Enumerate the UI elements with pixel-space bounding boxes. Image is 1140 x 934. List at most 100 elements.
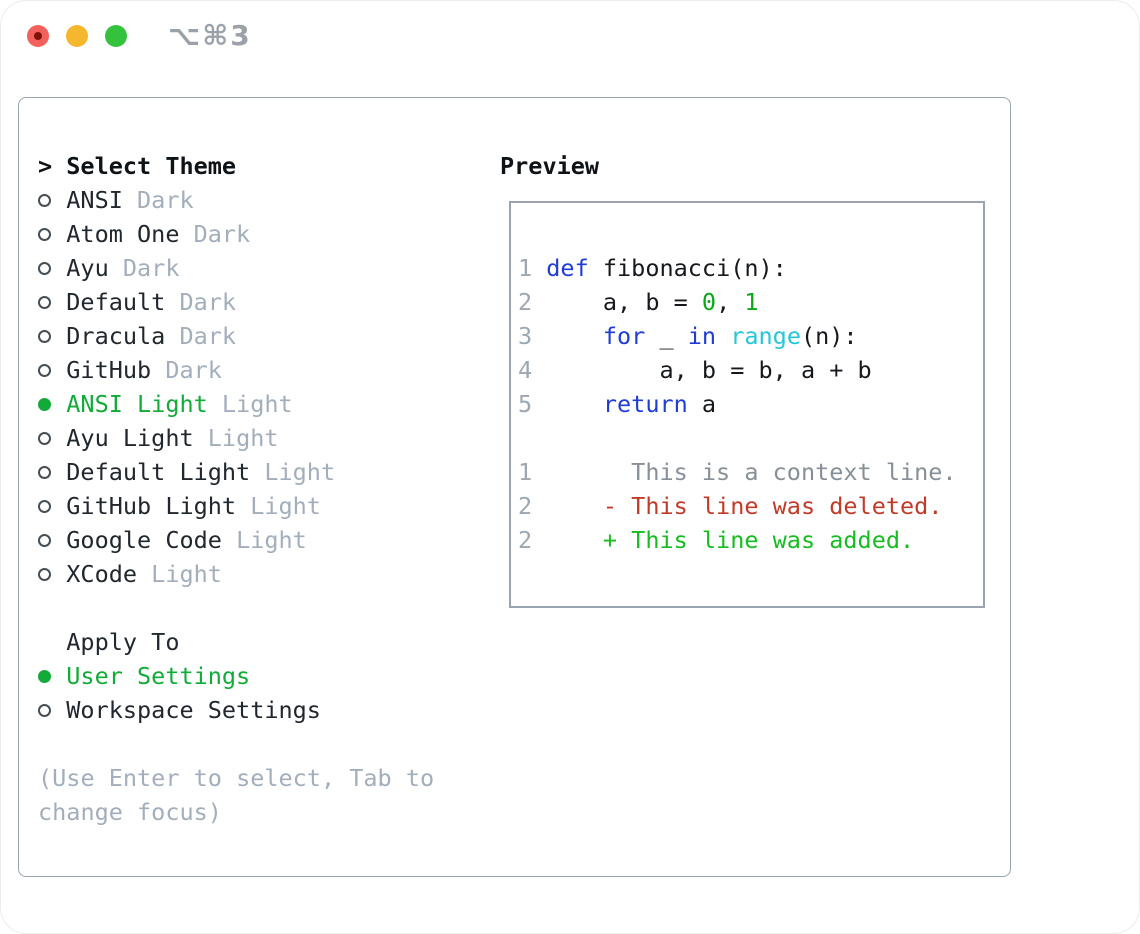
hollow-circle-icon <box>38 431 51 445</box>
code-segment-plain: a <box>687 390 717 418</box>
theme-variant-label: Light <box>137 560 222 588</box>
radio-icon <box>38 567 66 581</box>
apply-option-label: Workspace Settings <box>66 696 321 724</box>
code-segment-plain <box>546 390 603 418</box>
close-button[interactable] <box>27 25 49 47</box>
code-line-content: for _ in range(n): <box>546 319 858 353</box>
theme-option-xcode-light[interactable]: XCode Light <box>38 557 434 591</box>
minimize-button[interactable] <box>66 25 88 47</box>
theme-option-label: GitHub <box>66 356 152 384</box>
theme-variant-label: Light <box>250 458 336 486</box>
code-segment-plain: (n): <box>800 322 858 350</box>
theme-variant-label: Light <box>221 526 307 554</box>
code-segment-num: 1 <box>744 288 759 316</box>
theme-variant-label: Dark <box>179 220 251 248</box>
filled-circle-icon <box>38 669 51 683</box>
theme-option-dracula-dark[interactable]: Dracula Dark <box>38 319 434 353</box>
theme-variant-label: Dark <box>151 356 222 384</box>
theme-variant-label: Dark <box>165 288 237 316</box>
radio-icon <box>38 499 66 513</box>
theme-variant-label: Light <box>207 390 293 418</box>
radio-icon <box>38 703 66 717</box>
theme-option-atom-one-dark[interactable]: Atom One Dark <box>38 217 434 251</box>
hollow-circle-icon <box>38 261 51 275</box>
radio-icon <box>38 329 66 343</box>
code-segment-ctx: This is a context line. <box>546 458 957 486</box>
code-line-content: This is a context line. <box>546 455 956 489</box>
window-title: ⌥⌘3 <box>168 19 252 52</box>
selected-radio-icon <box>38 669 66 683</box>
theme-option-label: Google Code <box>66 526 222 554</box>
spacer-row <box>38 727 434 761</box>
code-segment-builtin: range <box>730 322 801 350</box>
theme-option-github-dark[interactable]: GitHub Dark <box>38 353 434 387</box>
theme-option-default-light-light[interactable]: Default Light Light <box>38 455 434 489</box>
code-segment-kw: for <box>602 322 646 350</box>
theme-option-ansi-dark[interactable]: ANSI Dark <box>38 183 434 217</box>
code-line-content: + This line was added. <box>546 523 914 557</box>
keyboard-hint-line-2: change focus) <box>38 798 222 826</box>
theme-option-default-dark[interactable]: Default Dark <box>38 285 434 319</box>
hollow-circle-icon <box>38 363 51 377</box>
radio-icon <box>38 295 66 309</box>
theme-option-label: Ayu <box>66 254 109 282</box>
code-line: 4 a, b = b, a + b <box>518 353 983 387</box>
theme-option-ayu-light-light[interactable]: Ayu Light Light <box>38 421 434 455</box>
hollow-circle-icon <box>38 703 51 717</box>
radio-icon <box>38 261 66 275</box>
keyboard-hint-line-1: (Use Enter to select, Tab to <box>38 764 435 792</box>
code-segment-plain: , <box>716 288 745 316</box>
code-line-content: a, b = b, a + b <box>546 353 871 387</box>
code-line: 2 a, b = 0, 1 <box>518 285 983 319</box>
code-segment-plain <box>716 322 730 350</box>
hollow-circle-icon <box>38 533 51 547</box>
titlebar: ⌥⌘3 <box>27 19 252 52</box>
code-line-content: return a <box>546 387 716 421</box>
line-number: 2 <box>518 288 533 316</box>
hollow-circle-icon <box>38 567 51 581</box>
line-number: 5 <box>518 390 533 418</box>
theme-option-label: Dracula <box>66 322 166 350</box>
apply-option-user-settings[interactable]: User Settings <box>38 659 434 693</box>
code-segment-kw: in <box>687 322 717 350</box>
line-number: 2 <box>518 492 533 520</box>
theme-variant-label: Light <box>193 424 279 452</box>
hollow-circle-icon <box>38 295 51 309</box>
apply-option-label: User Settings <box>66 662 251 690</box>
code-line: 3 for _ in range(n): <box>518 319 983 353</box>
theme-option-github-light-light[interactable]: GitHub Light Light <box>38 489 434 523</box>
apply-to-header: Apply To <box>66 628 180 656</box>
code-line: 5 return a <box>518 387 983 421</box>
selected-radio-icon <box>38 397 66 411</box>
line-number: 2 <box>518 526 533 554</box>
line-number: 1 <box>518 458 533 486</box>
theme-option-ansi-light-light[interactable]: ANSI Light Light <box>38 387 434 421</box>
theme-option-label: ANSI <box>66 186 123 214</box>
theme-option-ayu-dark[interactable]: Ayu Dark <box>38 251 434 285</box>
line-number: 3 <box>518 322 533 350</box>
select-theme-header: >Select Theme <box>38 149 434 183</box>
theme-option-label: Ayu Light <box>66 424 194 452</box>
code-line: 1 This is a context line. <box>518 455 983 489</box>
theme-variant-label: Dark <box>108 254 180 282</box>
radio-icon <box>38 193 66 207</box>
radio-icon <box>38 533 66 547</box>
preview-heading: Preview <box>500 152 600 180</box>
theme-option-google-code-light[interactable]: Google Code Light <box>38 523 434 557</box>
line-number: 1 <box>518 254 533 282</box>
radio-icon <box>38 431 66 445</box>
hollow-circle-icon <box>38 329 51 343</box>
code-segment-kw: return <box>602 390 688 418</box>
zoom-button[interactable] <box>105 25 127 47</box>
radio-icon <box>38 227 66 241</box>
code-segment-plain: _ <box>645 322 688 350</box>
code-line-content: a, b = 0, 1 <box>546 285 759 319</box>
focus-caret-icon: > <box>38 152 53 180</box>
apply-option-workspace-settings[interactable]: Workspace Settings <box>38 693 434 727</box>
hollow-circle-icon <box>38 227 51 241</box>
